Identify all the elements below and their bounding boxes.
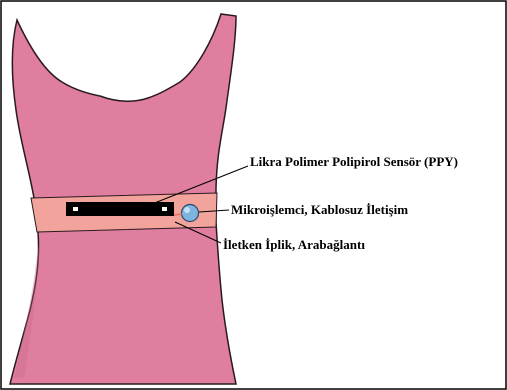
sensor-left-terminal [73,207,78,211]
microprocessor-module [182,205,199,222]
conductive-yarn [174,214,182,215]
microprocessor-label: Mikroişlemci, Kablosuz İletişim [231,202,408,217]
microprocessor-highlight [184,207,190,213]
conductive-yarn-label: İletken İplik, Arabağlantı [223,237,365,252]
polypyrrole-sensor-strip [66,202,174,216]
sensor-label: Likra Polimer Polipirol Sensör (PPY) [250,154,458,169]
sensor-right-terminal [162,207,167,211]
